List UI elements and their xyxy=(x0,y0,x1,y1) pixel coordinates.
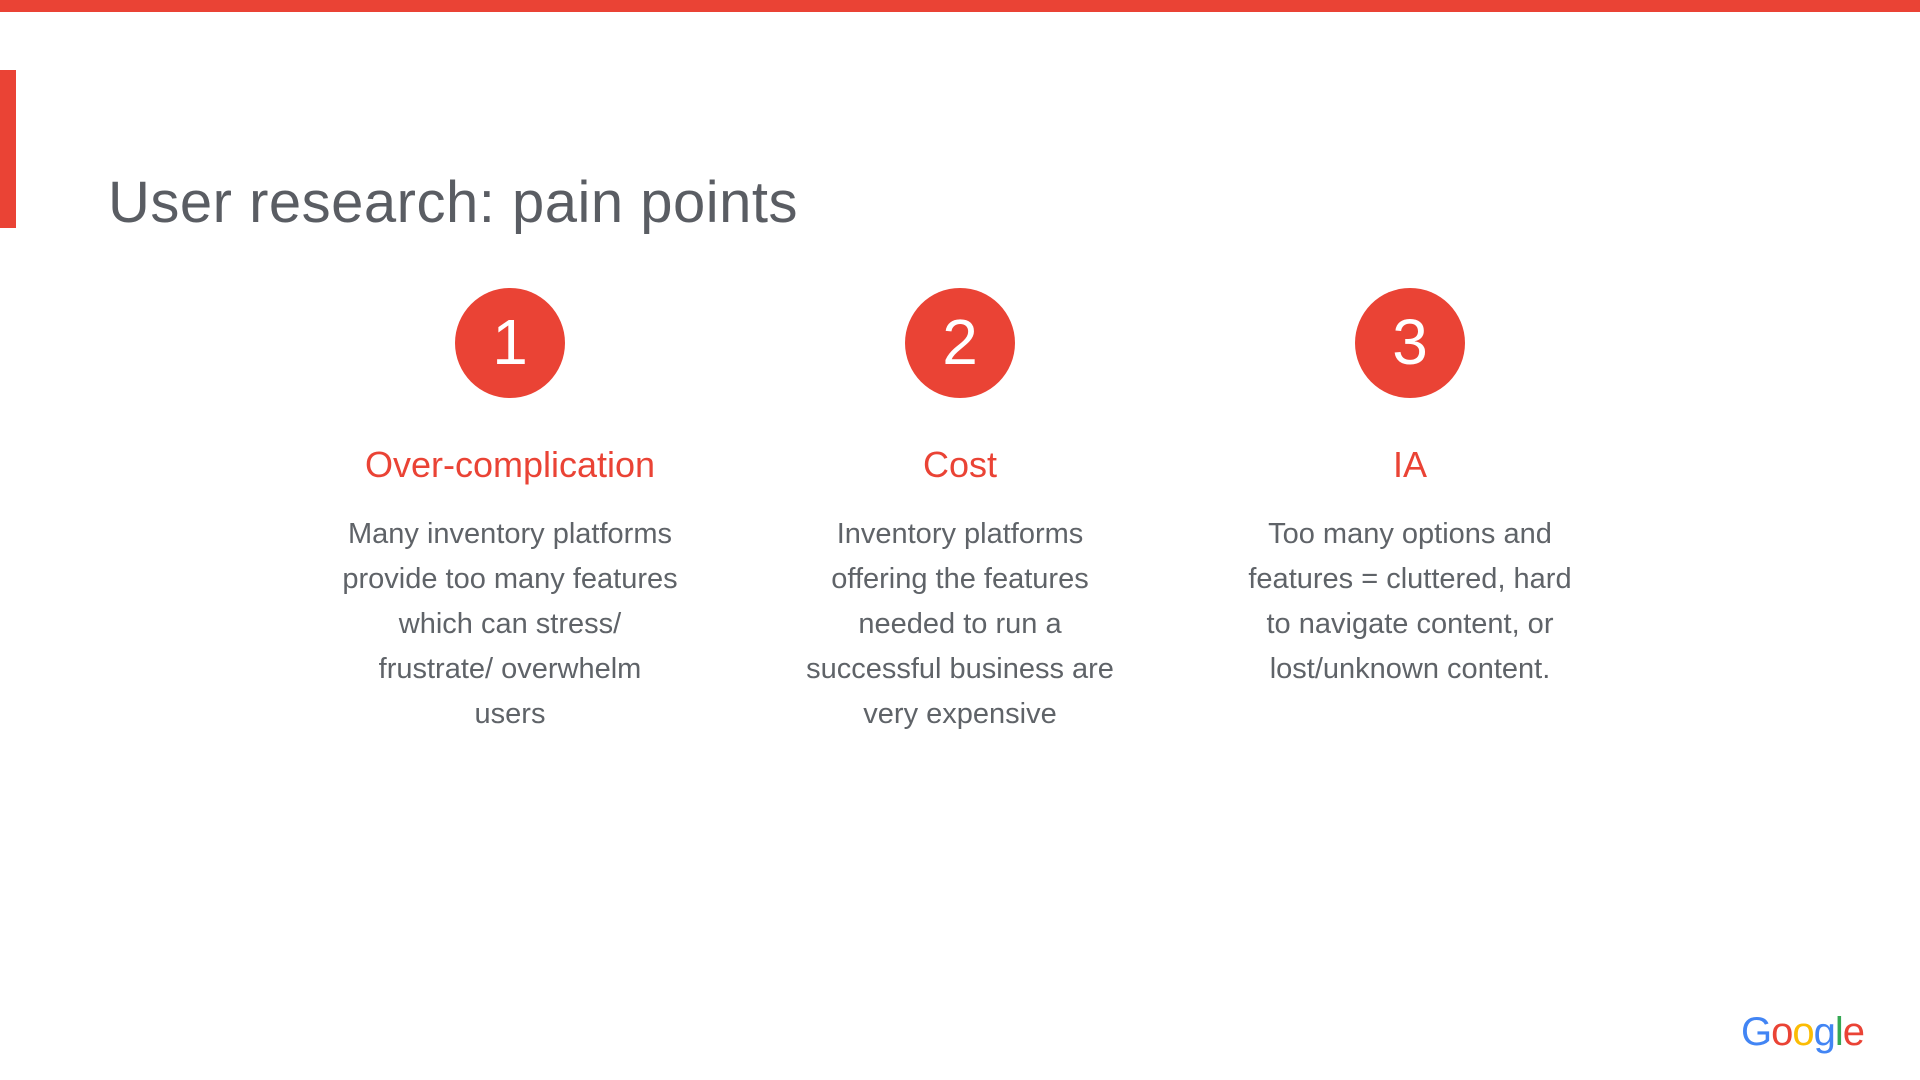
circle-number: 2 xyxy=(942,306,978,378)
google-logo: Google xyxy=(1740,1010,1865,1054)
google-logo-letter: l xyxy=(1834,1010,1844,1054)
left-accent-bar xyxy=(0,70,16,228)
pain-point-column-2: 2 Cost Inventory platforms offering the … xyxy=(735,288,1185,737)
google-logo-letter: g xyxy=(1813,1010,1836,1054)
pain-point-heading: Over-complication xyxy=(364,444,656,485)
circle-number: 1 xyxy=(492,306,528,378)
pain-point-heading: Cost xyxy=(922,444,998,485)
pain-point-description: Inventory platforms offering the feature… xyxy=(806,518,1114,730)
pain-points-columns: 1 Over-complication Many inventory platf… xyxy=(285,288,1635,737)
pain-point-description: Too many options and features = cluttere… xyxy=(1248,518,1572,685)
google-logo-letter: o xyxy=(1792,1010,1814,1054)
pain-point-column-3: 3 IA Too many options and features = clu… xyxy=(1185,288,1635,737)
pain-point-heading: IA xyxy=(1392,444,1427,485)
pain-point-column-1: 1 Over-complication Many inventory platf… xyxy=(285,288,735,737)
circle-number: 3 xyxy=(1392,306,1428,378)
google-logo-letter: G xyxy=(1740,1010,1772,1054)
google-logo-letter: e xyxy=(1842,1010,1865,1054)
top-accent-bar xyxy=(0,0,1920,12)
number-circle-1: 1 xyxy=(455,288,565,398)
pain-point-description: Many inventory platforms provide too man… xyxy=(342,518,678,730)
page-title: User research: pain points xyxy=(108,169,798,235)
number-circle-3: 3 xyxy=(1355,288,1465,398)
number-circle-2: 2 xyxy=(905,288,1015,398)
google-logo-letter: o xyxy=(1771,1010,1793,1054)
